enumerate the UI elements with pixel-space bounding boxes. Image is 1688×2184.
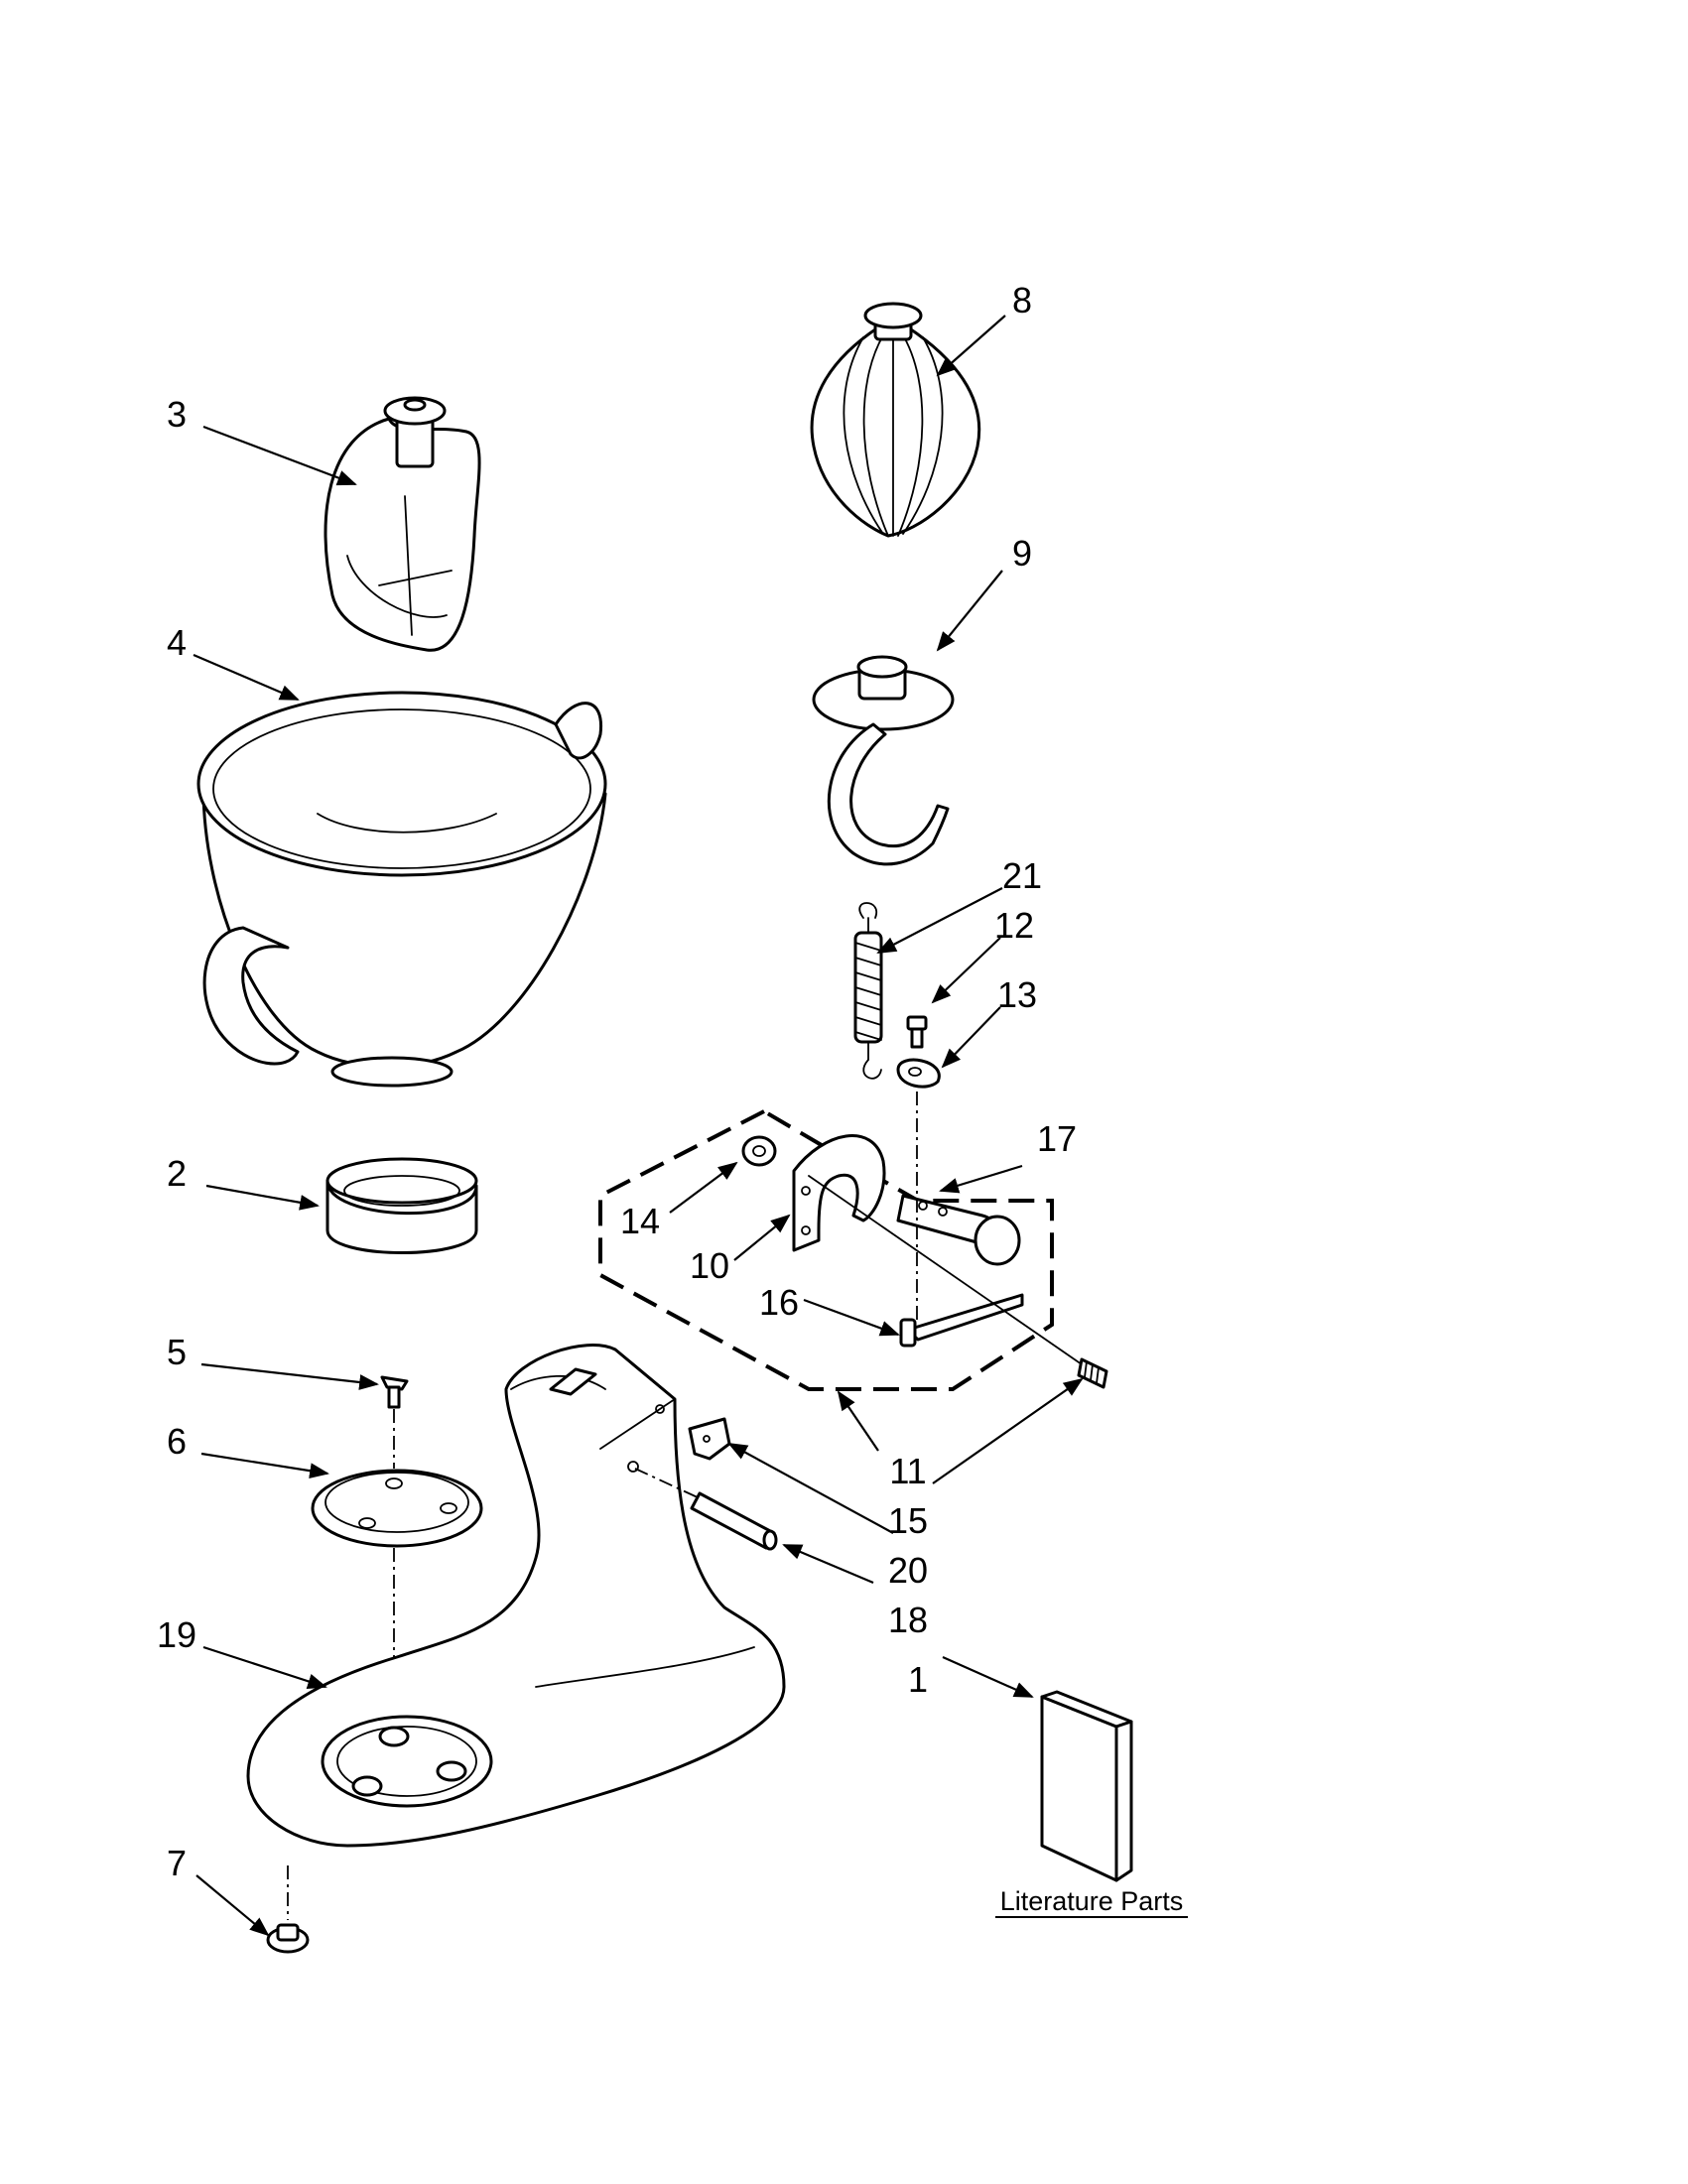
callout-20: 20 [888, 1550, 928, 1591]
dough-hook-part [812, 655, 955, 866]
callout-18: 18 [888, 1600, 928, 1640]
hinge-bracket-part [792, 1134, 886, 1252]
wire-whip-part [810, 302, 981, 538]
callout-11: 11 [889, 1451, 926, 1491]
hinge-pin-part [1077, 1357, 1108, 1389]
base-plate-part [311, 1469, 483, 1548]
callout-9: 9 [1012, 533, 1032, 574]
leader-lines [193, 315, 1084, 1937]
callout-6: 6 [167, 1421, 187, 1462]
hinge-rod-part [899, 1293, 1024, 1348]
callout-14: 14 [620, 1201, 660, 1241]
callout-4: 4 [167, 622, 187, 663]
screw-part [906, 1015, 928, 1049]
base-rod-part [690, 1491, 778, 1551]
rubber-foot-part [266, 1923, 310, 1954]
callout-numbers: 3 4 2 5 6 19 7 8 9 21 12 13 17 14 10 16 … [157, 280, 1077, 1883]
hinge-pin-axis [808, 1175, 1083, 1365]
callout-5: 5 [167, 1332, 187, 1372]
callout-21: 21 [1002, 855, 1042, 896]
rod-centerline [634, 1468, 701, 1499]
callout-7: 7 [167, 1843, 187, 1883]
lock-lever-part [896, 1194, 1021, 1266]
hinge-washer-part [741, 1135, 777, 1167]
callout-2: 2 [167, 1153, 187, 1194]
mixing-bowl-part [196, 691, 607, 1088]
callout-8: 8 [1012, 280, 1032, 321]
callout-15: 15 [888, 1500, 928, 1541]
callout-13: 13 [997, 974, 1037, 1015]
callout-12: 12 [994, 905, 1034, 946]
callout-17: 17 [1037, 1118, 1077, 1159]
callout-19: 19 [157, 1614, 196, 1655]
base-screw-part [380, 1375, 409, 1409]
callout-16: 16 [759, 1282, 799, 1323]
callout-1: 1 [908, 1659, 928, 1700]
washer-part [896, 1058, 941, 1089]
pedestal-base-part [246, 1344, 786, 1848]
literature-booklet-part [1040, 1690, 1133, 1882]
callout-3: 3 [167, 394, 187, 435]
callout-10: 10 [690, 1245, 729, 1286]
clamp-plate-part [325, 1157, 478, 1254]
flat-beater-part [324, 396, 481, 652]
spring-part [853, 902, 883, 1080]
hinge-clip-part [688, 1417, 731, 1461]
literature-parts-label: Literature Parts [1000, 1886, 1184, 1916]
